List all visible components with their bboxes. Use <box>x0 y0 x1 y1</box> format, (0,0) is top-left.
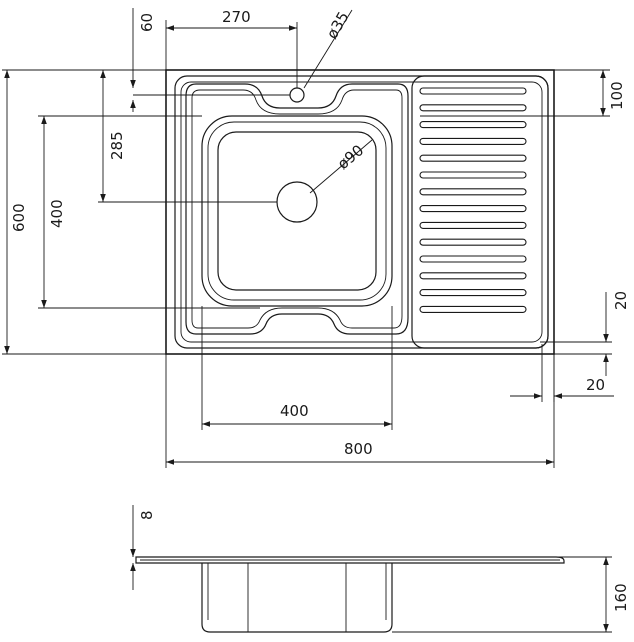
drain-slot <box>419 205 527 213</box>
dim-20-horizontal: 20 <box>586 376 605 394</box>
drain-slot <box>419 188 527 196</box>
dim-600: 600 <box>10 203 28 232</box>
tap-hole <box>289 87 305 103</box>
bowl-basin-outer <box>201 115 393 307</box>
bowl-basin-wall <box>207 121 387 301</box>
dim-400-horizontal: 400 <box>280 402 309 420</box>
dim-160: 160 <box>612 583 630 612</box>
bowl-outline <box>185 83 409 335</box>
drain-slot <box>419 137 527 145</box>
dim-60: 60 <box>138 13 156 32</box>
sink-outline <box>165 69 555 355</box>
drain-slot <box>419 289 527 297</box>
drain-slot <box>419 255 527 263</box>
bowl-basin-bottom <box>217 131 377 291</box>
drain-slot <box>419 221 527 229</box>
drain-hole <box>276 181 318 223</box>
drain-slot <box>419 305 527 313</box>
side-view: 8 160 <box>130 505 630 633</box>
drain-slot <box>419 171 527 179</box>
sink-rim-inner-2 <box>180 81 543 343</box>
dim-270: 270 <box>222 8 251 26</box>
dim-8: 8 <box>138 510 156 520</box>
drain-slot <box>419 272 527 280</box>
bowl-outline-inner <box>191 89 403 329</box>
drain-slot <box>419 104 527 112</box>
dim-800: 800 <box>344 440 373 458</box>
drain-slot <box>419 121 527 129</box>
drain-slot <box>419 154 527 162</box>
side-bowl <box>201 563 393 633</box>
drain-slot <box>419 87 527 95</box>
dim-400-vertical: 400 <box>48 199 66 228</box>
dim-100: 100 <box>608 81 626 110</box>
dim-20-vertical: 20 <box>612 291 630 310</box>
dim-285: 285 <box>108 131 126 160</box>
dimensions: 270 ø35 60 285 600 400 100 ø90 <box>2 8 630 468</box>
drain-slot <box>419 238 527 246</box>
drainboard-slots <box>419 87 527 313</box>
drainboard-outline <box>411 75 549 349</box>
dim-d35: ø35 <box>323 9 353 42</box>
top-view <box>165 69 555 355</box>
